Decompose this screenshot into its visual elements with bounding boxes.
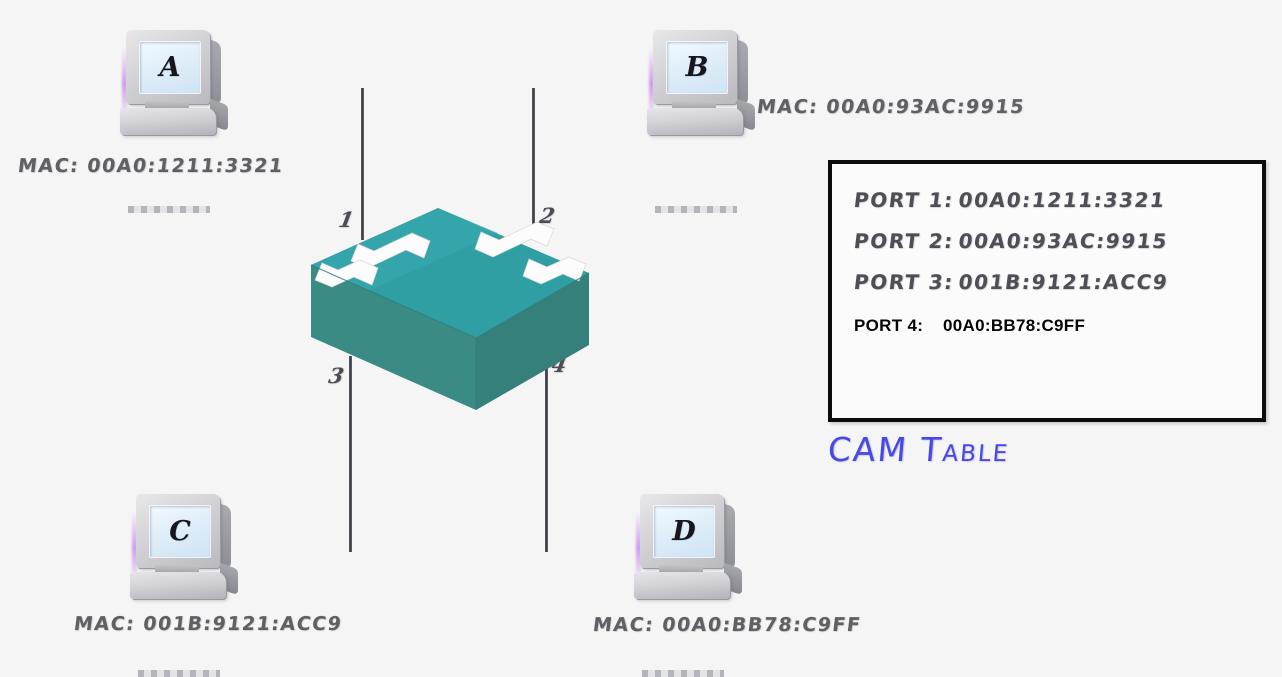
cam-table-row: PORT 4: 00A0:BB78:C9FF (854, 316, 1085, 336)
monitor-glow (649, 48, 654, 120)
cam-row-port: PORT 4: (854, 316, 924, 335)
monitor-bezel: A (126, 30, 210, 104)
case-vents-icon (128, 206, 210, 213)
computer-case (647, 108, 743, 213)
cable-port-4 (545, 348, 548, 552)
cable-port-3 (349, 356, 352, 552)
computer-case (120, 108, 216, 213)
host-a-computer[interactable]: A (118, 28, 228, 213)
host-d-computer[interactable]: D (632, 492, 742, 677)
cam-table-caption: CAM Table (826, 430, 1012, 469)
computer-case (634, 572, 730, 677)
cam-row-mac: 00A0:93AC:9915 (957, 229, 1170, 253)
ethernet-switch-icon (308, 205, 593, 410)
cam-row-port: PORT 1: (852, 188, 956, 212)
diagram-canvas: 1 2 3 4 (16, 28, 1266, 677)
monitor-stand (145, 101, 189, 111)
host-d-mac-label: MAC: 00A0:BB78:C9FF (591, 614, 863, 636)
host-label-letter: C (169, 516, 191, 547)
computer-case (130, 572, 226, 677)
host-b-mac-label: MAC: 00A0:93AC:9915 (755, 96, 1027, 118)
monitor-screen: B (666, 41, 728, 94)
cam-row-mac: 00A0:1211:3321 (957, 188, 1168, 212)
cam-row-port: PORT 2: (852, 229, 956, 253)
host-label-letter: A (159, 52, 181, 83)
cable-port-2 (532, 88, 535, 238)
monitor-stand (155, 565, 199, 575)
host-b-computer[interactable]: B (645, 28, 755, 213)
cam-table-row: PORT 2: 00A0:93AC:9915 (853, 229, 1170, 253)
host-a-mac-label: MAC: 00A0:1211:3321 (16, 155, 285, 177)
monitor-stand (672, 101, 716, 111)
monitor-stand (659, 565, 703, 575)
case-vents-icon (138, 670, 220, 677)
monitor-screen: D (653, 505, 715, 558)
cam-row-mac: 001B:9121:ACC9 (957, 270, 1170, 294)
monitor-bezel: C (136, 494, 220, 568)
cam-row-mac: 00A0:BB78:C9FF (943, 316, 1086, 335)
host-label-letter: B (685, 52, 709, 83)
cam-table-row: PORT 3: 001B:9121:ACC9 (853, 270, 1170, 294)
cam-table-box: PORT 1: 00A0:1211:3321 PORT 2: 00A0:93AC… (828, 160, 1266, 422)
cable-port-1 (361, 88, 364, 240)
host-c-computer[interactable]: C (128, 492, 238, 677)
monitor-glow (122, 48, 127, 120)
monitor-screen: A (139, 41, 201, 94)
monitor-glow (132, 512, 137, 584)
monitor-glow (636, 512, 641, 584)
monitor-bezel: D (640, 494, 724, 568)
host-c-mac-label: MAC: 001B:9121:ACC9 (72, 613, 344, 635)
monitor-screen: C (149, 505, 211, 558)
case-vents-icon (642, 670, 724, 677)
cam-row-port: PORT 3: (852, 270, 956, 294)
cam-table-row: PORT 1: 00A0:1211:3321 (853, 188, 1167, 212)
host-label-letter: D (672, 516, 696, 547)
case-vents-icon (655, 206, 737, 213)
monitor-bezel: B (653, 30, 737, 104)
